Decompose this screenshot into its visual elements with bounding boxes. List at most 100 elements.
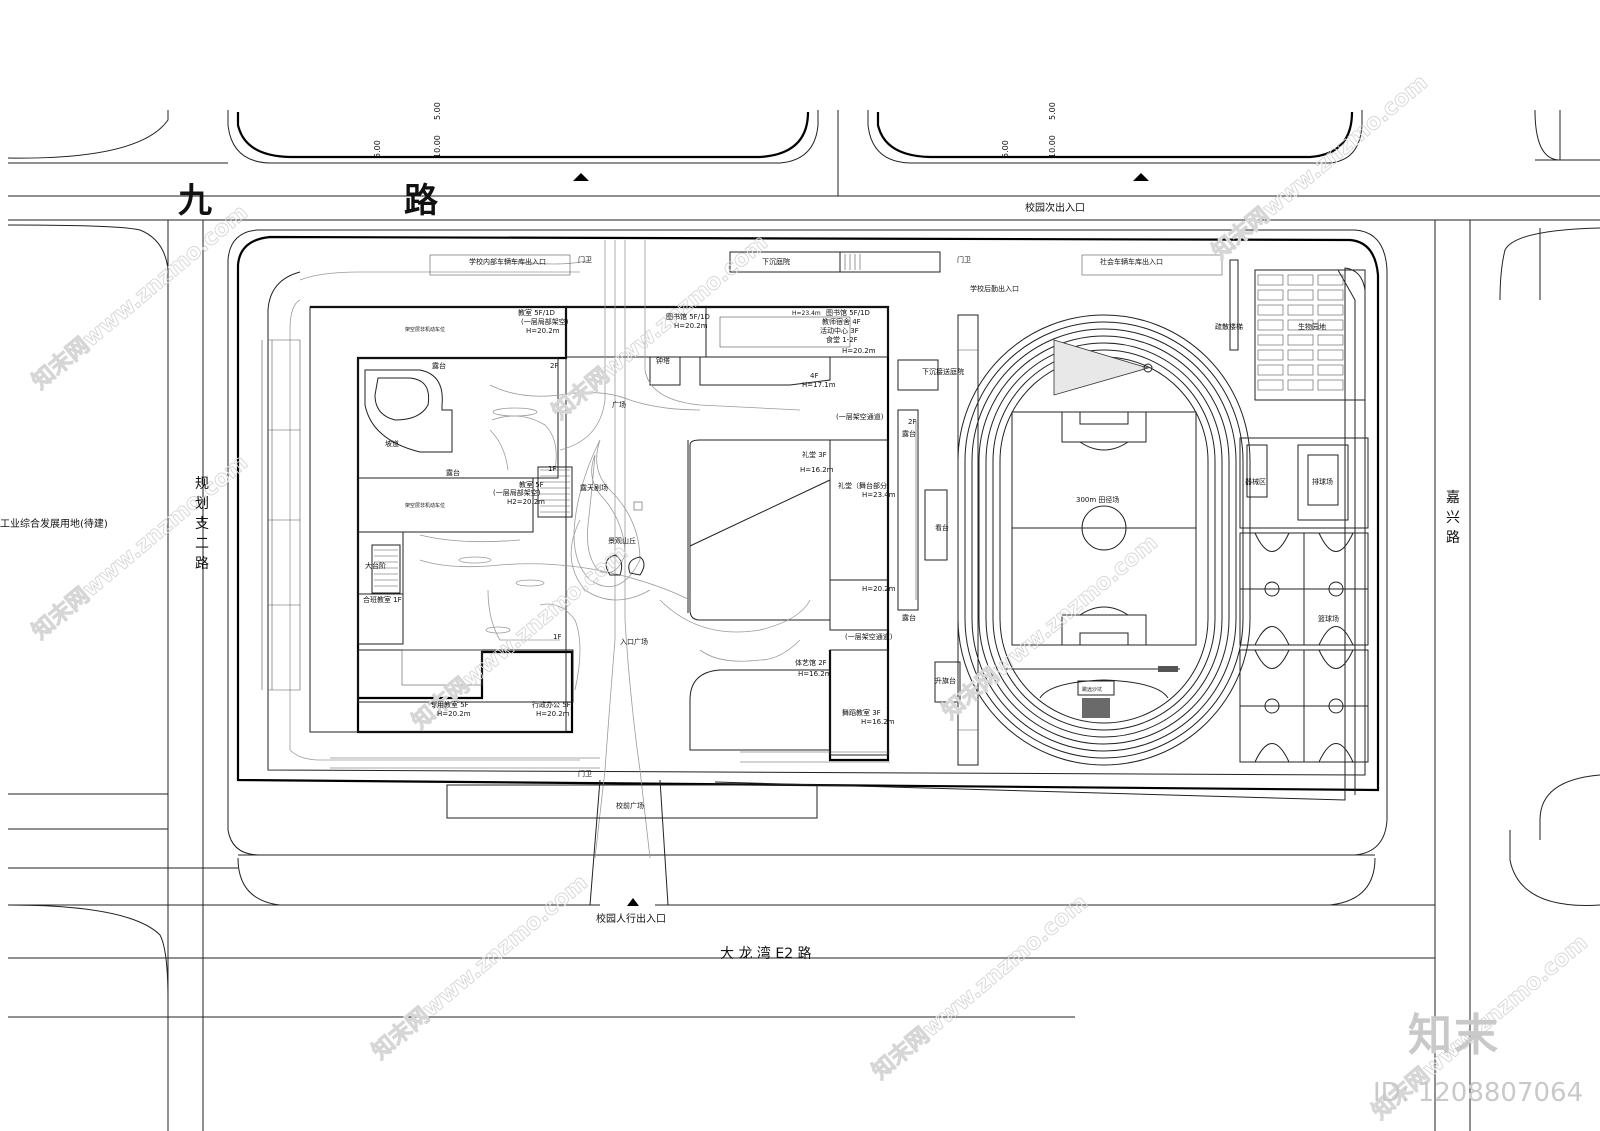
road-name-east-3: 路 <box>1446 530 1460 546</box>
label-volleyball: 排球场 <box>1312 477 1333 486</box>
label-arts-h: H=16.2m <box>798 670 832 678</box>
watermark-id: ID: 1208807064 <box>1373 1078 1583 1108</box>
road-name-east: 嘉 兴 路 <box>1446 490 1460 546</box>
label-lecture: 合班教室 1F <box>363 595 402 604</box>
label-special-class: 专用教室 5F <box>430 700 469 709</box>
building-outlines <box>309 305 961 762</box>
label-library-b-h: H=23.4m <box>792 310 821 317</box>
label-front-plaza: 校前广场 <box>616 801 644 810</box>
label-classroom-a: 教室 5F/1D <box>518 308 555 317</box>
road-name-east-2: 兴 <box>1446 510 1460 526</box>
road-name-west-4: 二 <box>195 536 209 552</box>
road-name-west-5: 路 <box>195 556 209 572</box>
label-landscape-hill: 景观山丘 <box>608 536 636 545</box>
label-4f: 4F <box>810 372 818 380</box>
label-open-theater: 露天剧场 <box>580 483 608 492</box>
road-name-west-2: 划 <box>195 496 209 512</box>
label-open-passage-2: (一层架空通道) <box>845 632 893 641</box>
dim-6: 5.00 <box>1048 102 1057 120</box>
label-1f-a: 1F <box>548 465 556 473</box>
label-flagpole: 升旗台 <box>935 676 956 685</box>
watermark-url-7: 知末网www.znzmo.com <box>867 889 1093 1084</box>
label-classroom-b-h: H2=20.2m <box>507 498 545 506</box>
entrance-marker-icon <box>627 898 639 906</box>
label-gate-ne: 门卫 <box>957 255 971 264</box>
watermark-url-5: 知末网www.znzmo.com <box>937 529 1163 724</box>
label-sunken-court: 下沉庭院 <box>762 257 790 266</box>
road-name-east-1: 嘉 <box>1446 490 1460 506</box>
label-clock-tower: 钟塔 <box>656 356 670 365</box>
label-library-h: H=20.2m <box>674 322 708 330</box>
dim-3: 5.00 <box>433 102 442 120</box>
dim-1: 5.00 <box>373 140 382 158</box>
label-basketball: 篮球场 <box>1318 614 1339 623</box>
east-courts <box>1229 259 1369 763</box>
road-name-north-2: 路 <box>404 181 439 221</box>
dim-5: 10.00 <box>1048 135 1057 158</box>
label-admin-h: H=20.2m <box>536 710 570 718</box>
label-stands: 看台 <box>935 523 949 532</box>
dim-4: 5.00 <box>1001 140 1010 158</box>
road-name-north-1: 九 <box>178 181 212 221</box>
label-h-20: H=20.2m <box>862 585 896 593</box>
label-canteen: 食堂 1-2F <box>826 335 858 344</box>
label-canteen-h: H=20.2m <box>842 347 876 355</box>
label-arts: 体艺馆 2F <box>795 658 827 667</box>
road-name-west-1: 规 <box>195 476 209 492</box>
label-secondary-entrance: 校园次出入口 <box>1025 201 1085 214</box>
label-equipment-area: 器械区 <box>1245 477 1266 486</box>
label-classroom-b-note: (一层局部架空) <box>493 488 541 497</box>
label-internal-parking-entrance: 学校内部车辆车库出入口 <box>469 257 546 266</box>
label-ramp: 坡道 <box>385 439 399 448</box>
watermark-url-1: 知末网www.znzmo.com <box>27 199 253 394</box>
label-auditorium-stage-h: H=23.4m <box>862 491 896 499</box>
label-dorm: 教师宿舍 4F <box>822 317 861 326</box>
site-labels: 工业综合发展用地(待建) 校园次出入口 校园人行出入口 学校内部车辆车库出入口 … <box>0 201 1339 925</box>
label-library: 图书馆 5F/1D <box>666 312 710 321</box>
label-open-passage-1: (一层架空通道) <box>836 412 884 421</box>
road-name-west-3: 支 <box>195 516 209 532</box>
road-name-west: 规 划 支 二 路 <box>195 476 209 572</box>
road-network <box>7 109 1600 1131</box>
label-gate-nw: 门卫 <box>578 255 592 264</box>
label-land-use-west: 工业综合发展用地(待建) <box>0 517 108 530</box>
road-name-south: 大 龙 湾 E2 路 <box>720 945 812 962</box>
label-sand-pit: 跳远沙坑 <box>1082 686 1102 693</box>
label-auditorium-h: H=16.2m <box>800 466 834 474</box>
watermark-url-2: 知末网www.znzmo.com <box>27 449 253 644</box>
label-parking-b: 架空层非机动车位 <box>405 502 445 509</box>
label-entrance-plaza: 入口广场 <box>620 637 648 646</box>
building-labels: 教室 5F/1D (一层局部架空) H=20.2m 架空层非机动车位 图书馆 5… <box>363 308 916 726</box>
dim-2: 10.00 <box>433 135 442 158</box>
label-evac-stairs: 疏散楼梯 <box>1215 322 1243 331</box>
sports-field <box>957 314 1251 766</box>
label-2f-b: 2F <box>908 418 916 426</box>
watermark-logo: 知末 <box>1408 1010 1500 1061</box>
label-4f-h: H=17.1m <box>802 381 836 389</box>
label-activity: 活动中心 3F <box>820 326 859 335</box>
label-dance: 舞蹈教室 3F <box>842 708 881 717</box>
label-terrace-1: 露台 <box>432 361 446 370</box>
label-dance-h: H=16.2m <box>861 718 895 726</box>
label-library-b: 图书馆 5F/1D <box>826 308 870 317</box>
label-plaza: 广场 <box>612 400 626 409</box>
label-bio-garden: 生物园地 <box>1298 322 1326 331</box>
label-auditorium: 礼堂 3F <box>802 450 827 459</box>
label-gate-s: 门卫 <box>578 769 592 778</box>
label-terrace-3: 露台 <box>902 429 916 438</box>
label-auditorium-stage: 礼堂（舞台部分） <box>838 481 894 490</box>
label-classroom-a-h: H=20.2m <box>526 327 560 335</box>
watermark-url-6: 知末网www.znzmo.com <box>367 869 593 1064</box>
label-sunken-court-2: 下沉接送庭院 <box>922 367 964 376</box>
label-classroom-a-note: (一层局部架空) <box>521 317 569 326</box>
label-main-entrance: 校园人行出入口 <box>596 912 666 925</box>
label-big-stairs: 大台阶 <box>365 561 386 570</box>
site-boundary <box>227 229 1388 856</box>
label-social-parking-entrance: 社会车辆车库出入口 <box>1100 257 1163 266</box>
label-1f-b: 1F <box>553 633 561 641</box>
label-special-class-h: H=20.2m <box>437 710 471 718</box>
label-logistics-entrance: 学校后勤出入口 <box>970 284 1019 293</box>
label-terrace-4: 露台 <box>902 613 916 622</box>
label-terrace-2: 露台 <box>446 468 460 477</box>
